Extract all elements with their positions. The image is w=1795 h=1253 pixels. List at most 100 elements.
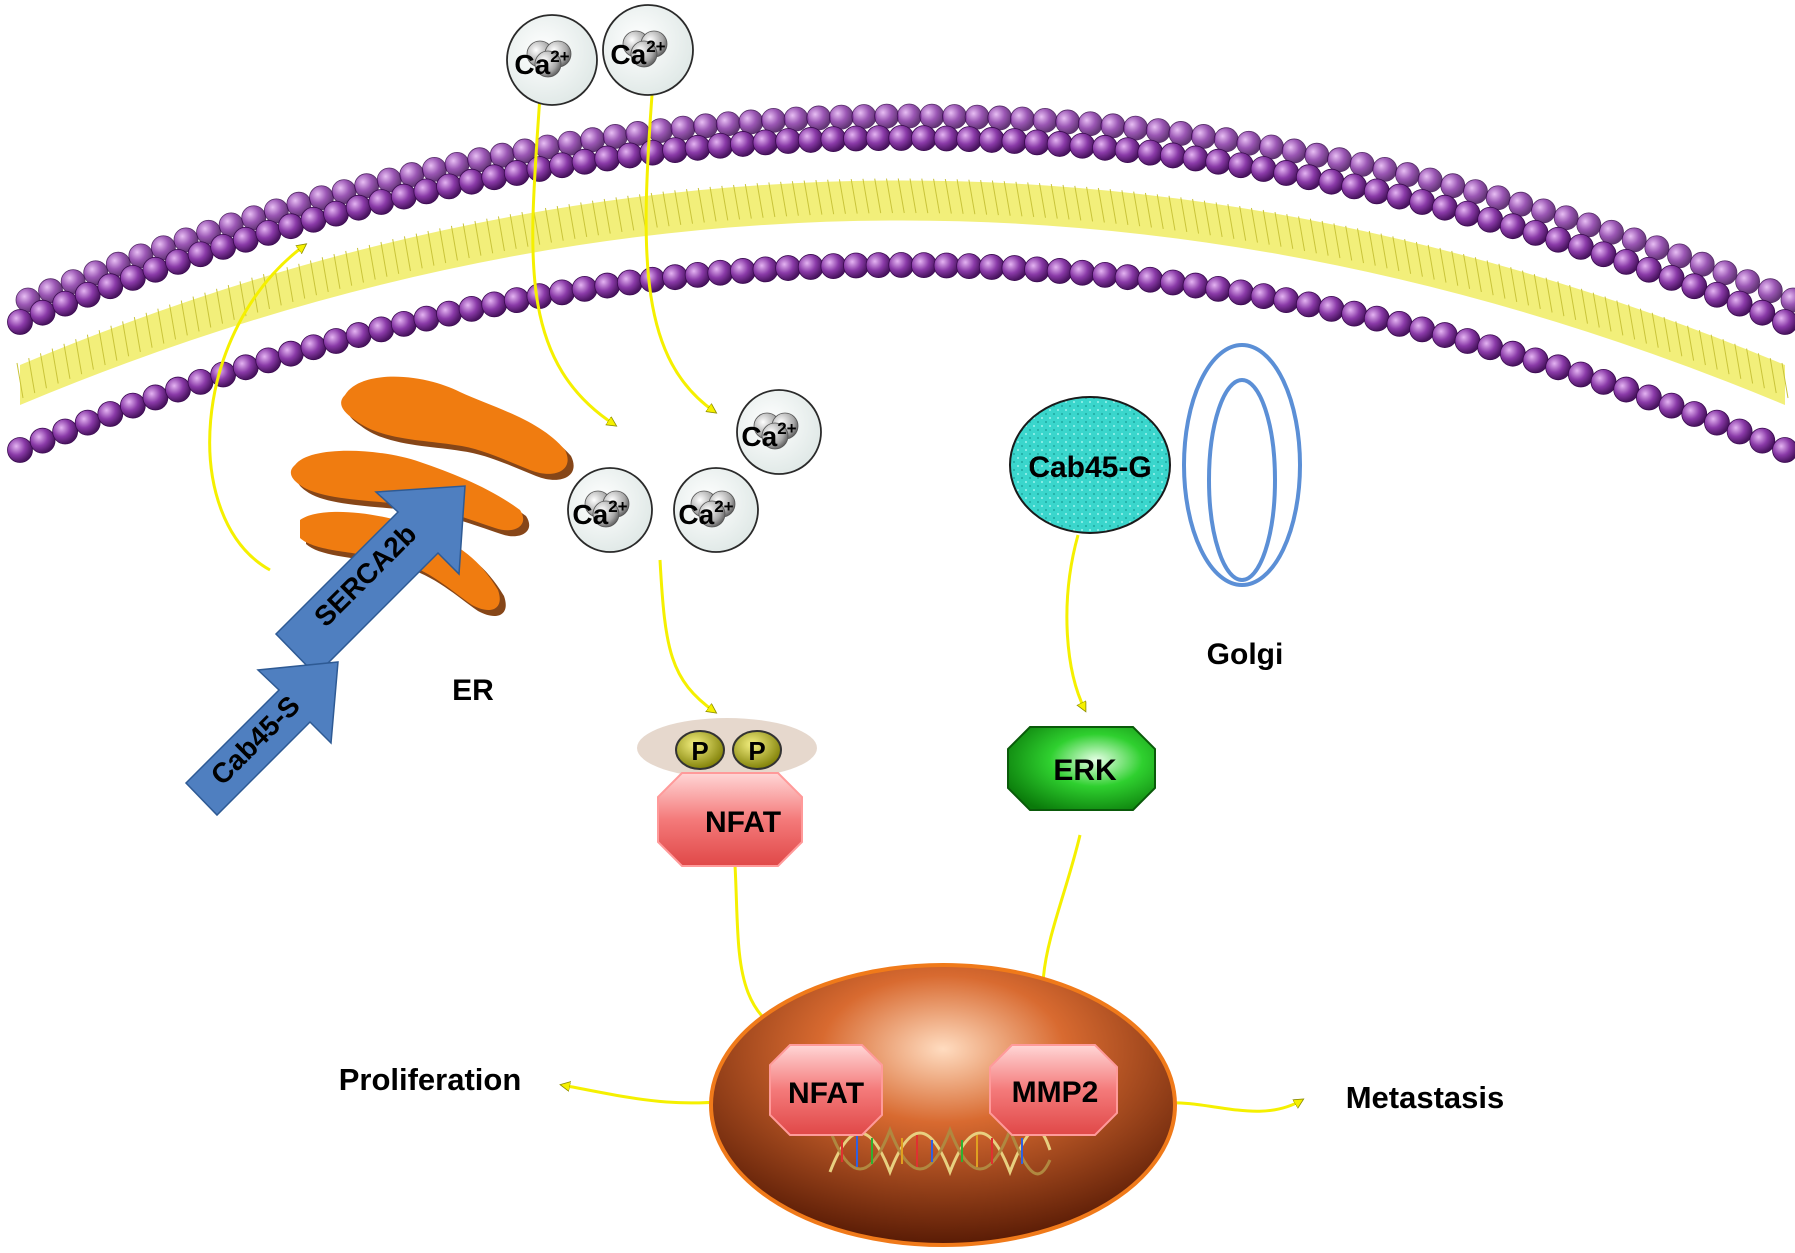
- lipid-tail: [686, 189, 694, 224]
- lipid-head: [933, 125, 960, 152]
- lipid-head: [1114, 264, 1141, 291]
- lipid-head: [775, 128, 802, 154]
- lipid-head: [1069, 259, 1096, 286]
- lipid-tail: [1333, 223, 1341, 259]
- lipid-head: [1250, 156, 1277, 182]
- lipid-head: [1567, 361, 1594, 388]
- lipid-head: [820, 253, 847, 279]
- lipid-head: [616, 142, 643, 169]
- lipid-head: [323, 200, 349, 227]
- lipid-head: [1681, 273, 1708, 300]
- lipid-tail: [756, 183, 764, 218]
- lipid-head: [1281, 138, 1307, 164]
- lipid-head: [210, 361, 237, 388]
- lipid-head: [119, 264, 146, 291]
- nucleus: [709, 963, 1177, 1247]
- lipid-tail: [180, 300, 188, 336]
- lipid-head: [1749, 427, 1776, 454]
- lipid-tail: [392, 239, 400, 274]
- lipid-head: [1304, 142, 1330, 168]
- phospho-group-1: P: [675, 730, 725, 770]
- lipid-head: [1599, 219, 1624, 245]
- lipid-tail: [1050, 183, 1058, 219]
- er-label: ER: [452, 674, 494, 707]
- lipid-head: [1273, 287, 1300, 314]
- calcium-ion: Ca2+: [567, 467, 653, 553]
- lipid-tail: [991, 180, 999, 216]
- phospho-label-1: P: [691, 736, 708, 766]
- nfat-nucleus: NFAT: [769, 1044, 883, 1136]
- lipid-head: [1749, 299, 1776, 326]
- lipid-head: [1485, 185, 1511, 211]
- lipid-head: [1454, 328, 1481, 354]
- arrow-ca-entry-1: [531, 94, 615, 425]
- lipid-head: [1613, 248, 1640, 275]
- mmp2-label: MMP2: [1012, 1076, 1099, 1109]
- lipid-head: [1735, 269, 1761, 295]
- calcium-ion: Ca2+: [736, 389, 822, 475]
- lipid-head: [865, 125, 892, 152]
- lipid-tail: [1286, 214, 1294, 249]
- lipid-head: [1168, 121, 1194, 146]
- calcium-ion-label: Ca2+: [610, 37, 665, 70]
- lipid-tail: [921, 178, 929, 214]
- lipid-tail: [1262, 209, 1270, 245]
- lipid-head: [458, 296, 485, 322]
- lipid-head: [1227, 279, 1254, 306]
- lipid-head: [964, 104, 990, 130]
- lipid-head: [1463, 179, 1488, 205]
- lipid-head: [1635, 256, 1662, 283]
- lipid-tail: [1321, 220, 1329, 256]
- lipid-tail: [486, 218, 494, 254]
- lipid-tail: [321, 257, 329, 293]
- lipid-head: [549, 152, 575, 179]
- lipid-tail: [780, 181, 788, 217]
- lipid-tail: [1003, 181, 1011, 216]
- lipid-head: [752, 129, 779, 156]
- lipid-tail: [380, 241, 388, 277]
- lipid-tail: [86, 334, 94, 370]
- lipid-head: [1553, 205, 1579, 231]
- calcium-ion: Ca2+: [602, 4, 694, 96]
- lipid-head: [1635, 384, 1662, 411]
- lipid-tail: [1027, 182, 1035, 218]
- lipid-tail: [627, 195, 635, 231]
- lipid-tail: [133, 316, 141, 353]
- lipid-tail: [850, 178, 858, 214]
- lipid-head: [481, 291, 508, 318]
- lipid-tail: [662, 191, 670, 227]
- lipid-head: [1349, 151, 1375, 177]
- lipid-tail: [1533, 274, 1541, 309]
- lipid-head: [1114, 137, 1141, 163]
- lipid-head: [74, 409, 101, 436]
- lipid-head: [1295, 164, 1322, 191]
- lipid-tail: [1675, 321, 1683, 357]
- lipid-head: [300, 206, 327, 233]
- lipid-head: [300, 334, 327, 361]
- lipid-head: [165, 248, 191, 275]
- lipid-tail: [521, 212, 529, 247]
- lipid-head: [797, 254, 824, 280]
- lipid-tail: [803, 180, 811, 216]
- lipid-tail: [75, 339, 83, 375]
- lipid-tail: [216, 288, 224, 324]
- lipid-tail: [1580, 288, 1588, 324]
- lipid-head: [1363, 305, 1390, 332]
- lipid-tail: [1097, 187, 1105, 223]
- erk-label: ERK: [1053, 754, 1117, 787]
- nfat-cytoplasm: NFAT: [657, 772, 803, 867]
- lipid-tail: [827, 179, 835, 215]
- cab45g-label: Cab45-G: [1028, 451, 1151, 484]
- lipid-tail: [474, 220, 482, 256]
- lipid-tail: [98, 330, 106, 366]
- lipid-head: [1137, 139, 1164, 166]
- erk-node: ERK: [1007, 726, 1156, 811]
- lipid-head: [1318, 168, 1345, 195]
- lipid-tail: [157, 308, 165, 344]
- lipid-tail: [227, 284, 235, 320]
- lipid-tail: [1722, 339, 1730, 375]
- lipid-tail: [1663, 316, 1671, 353]
- lipid-head: [390, 183, 417, 210]
- lipid-head: [715, 111, 741, 137]
- lipid-head: [413, 305, 440, 332]
